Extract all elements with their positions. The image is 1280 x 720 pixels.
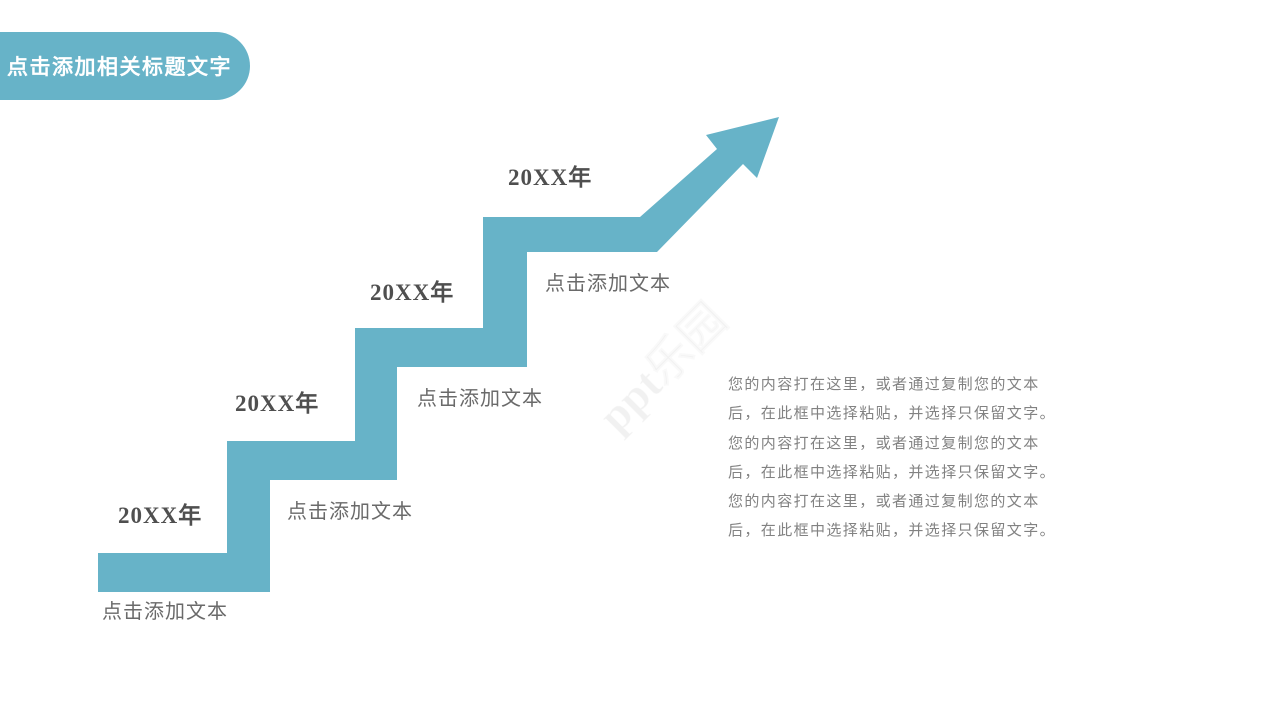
body-text-line: 您的内容打在这里，或者通过复制您的文本 <box>728 494 1040 511</box>
body-text-line: 后，在此框中选择粘贴，并选择只保留文字。 <box>728 406 1057 423</box>
year-label-1[interactable]: 20XX年 <box>118 503 203 528</box>
caption-label-3[interactable]: 点击添加文本 <box>417 388 543 410</box>
title-badge-label: 点击添加相关标题文字 <box>7 55 232 79</box>
caption-label-2[interactable]: 点击添加文本 <box>287 501 413 523</box>
caption-label-1[interactable]: 点击添加文本 <box>102 601 228 623</box>
body-text-line: 后，在此框中选择粘贴，并选择只保留文字。 <box>728 464 1057 481</box>
body-text-block[interactable]: 您的内容打在这里，或者通过复制您的文本 后，在此框中选择粘贴，并选择只保留文字。… <box>728 371 1056 547</box>
caption-label-4[interactable]: 点击添加文本 <box>545 273 671 295</box>
body-text-line: 后，在此框中选择粘贴，并选择只保留文字。 <box>728 523 1057 540</box>
title-badge[interactable]: 点击添加相关标题文字 <box>0 32 250 100</box>
year-label-4[interactable]: 20XX年 <box>508 165 593 190</box>
staircase-arrow-shape <box>98 117 779 592</box>
body-text-line: 您的内容打在这里，或者通过复制您的文本 <box>728 377 1040 393</box>
year-label-2[interactable]: 20XX年 <box>235 391 320 416</box>
year-label-3[interactable]: 20XX年 <box>370 280 455 305</box>
body-text-line: 您的内容打在这里，或者通过复制您的文本 <box>728 435 1040 452</box>
